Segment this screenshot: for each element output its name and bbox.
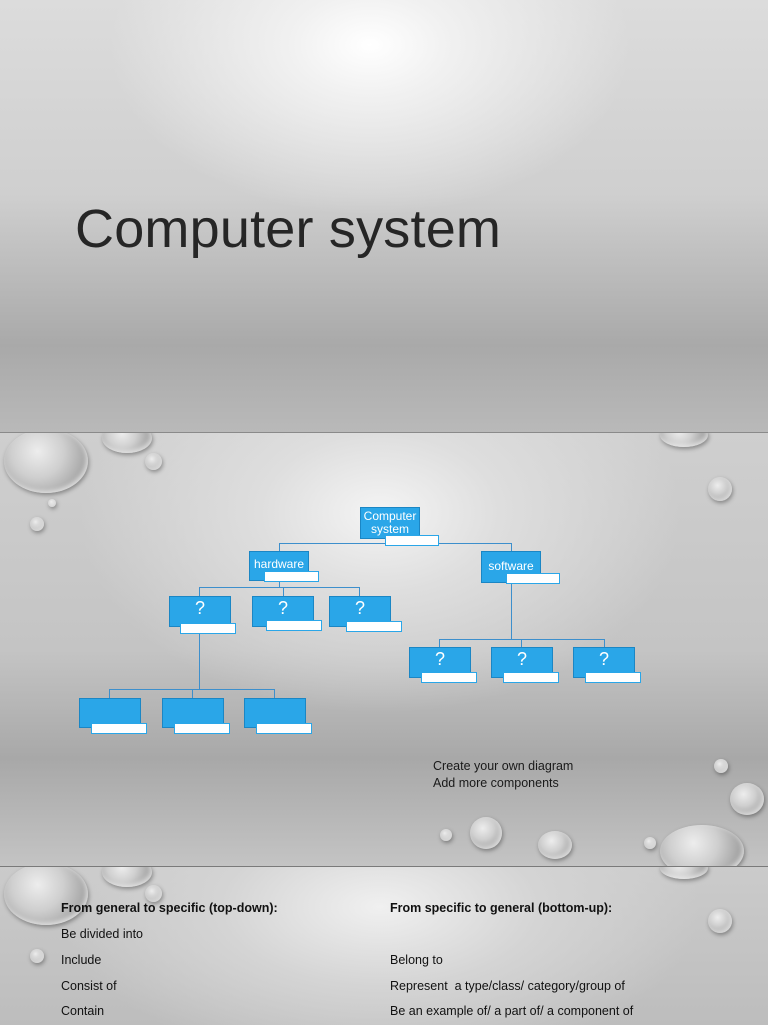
connector-line [511, 583, 512, 639]
water-drop [145, 453, 162, 470]
connector-line [109, 689, 110, 698]
node-tag [180, 623, 236, 634]
node-tag [174, 723, 230, 734]
connector-line [199, 587, 200, 596]
diagram-slide: Computer system hardware software ? ? ? … [0, 432, 768, 867]
water-drop [708, 909, 732, 933]
connector-line [359, 587, 360, 596]
title-slide: Computer system [0, 0, 768, 432]
top-down-item: Contain [61, 1004, 105, 1018]
bottom-up-heading: From specific to general (bottom-up): [390, 901, 613, 915]
water-drop [644, 837, 656, 849]
water-drop [730, 783, 764, 815]
bottom-up-item: Be an example of/ a part of/ a component… [390, 1004, 634, 1018]
bottom-up-item: Represent a type/class/ category/group o… [390, 979, 625, 993]
water-drop [102, 867, 152, 887]
water-drop [102, 433, 152, 453]
node-tag [256, 723, 312, 734]
vocabulary-slide: From general to specific (top-down): Be … [0, 866, 768, 1025]
water-drop [4, 867, 88, 925]
water-drop [708, 477, 732, 501]
water-drop [538, 831, 572, 859]
node-tag [585, 672, 641, 683]
water-drop [660, 867, 708, 879]
connector-line [283, 587, 284, 596]
bottom-up-item: Belong to [390, 953, 443, 967]
diagram-note: Add more components [433, 776, 559, 790]
connector-line [279, 581, 280, 587]
diagram-note: Create your own diagram [433, 759, 574, 773]
water-drop [714, 759, 728, 773]
top-down-heading: From general to specific (top-down): [61, 901, 278, 915]
connector-line [439, 639, 605, 640]
water-drop [4, 433, 88, 493]
water-drop [660, 825, 744, 867]
connector-line [511, 543, 512, 551]
water-drop [440, 829, 452, 841]
top-down-item: Consist of [61, 979, 117, 993]
connector-line [439, 639, 440, 647]
water-drop [48, 499, 56, 507]
node-tag [385, 535, 439, 546]
top-down-item: Be divided into [61, 927, 144, 941]
water-drop [660, 433, 708, 447]
node-tag [421, 672, 477, 683]
connector-line [192, 689, 193, 698]
node-tag [503, 672, 559, 683]
connector-line [604, 639, 605, 647]
connector-line [274, 689, 275, 698]
slide-title: Computer system [75, 199, 502, 259]
node-tag [346, 621, 402, 632]
water-drop [30, 949, 44, 963]
node-tag [266, 620, 322, 631]
node-unknown: ? [169, 596, 231, 627]
water-drop [145, 885, 162, 902]
connector-line [199, 627, 200, 689]
connector-line [199, 587, 360, 588]
node-tag [264, 571, 319, 582]
water-drop [30, 517, 44, 531]
node-tag [506, 573, 560, 584]
water-drop [470, 817, 502, 849]
top-down-item: Include [61, 953, 102, 967]
connector-line [279, 543, 280, 551]
connector-line [521, 639, 522, 647]
node-tag [91, 723, 147, 734]
